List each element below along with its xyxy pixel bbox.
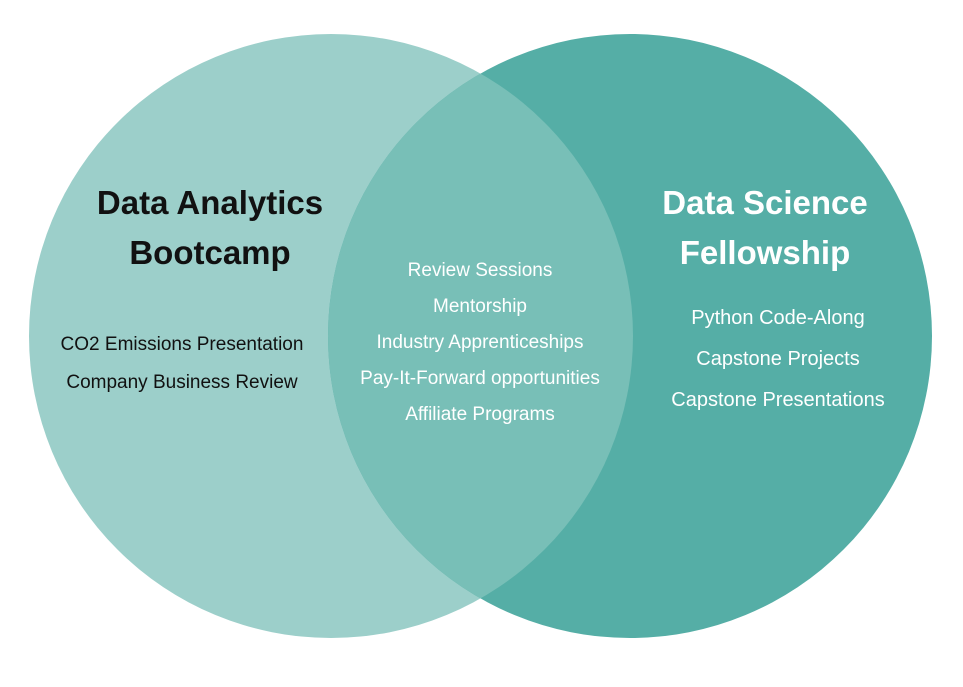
- right-item: Capstone Presentations: [671, 389, 885, 411]
- left-title: Data Analytics Bootcamp: [60, 178, 360, 278]
- left-item: Company Business Review: [66, 372, 298, 393]
- left-items: CO2 Emissions Presentation Company Busin…: [32, 326, 332, 402]
- overlap-item: Review Sessions: [407, 260, 553, 281]
- right-title-line2: Fellowship: [679, 234, 851, 271]
- overlap-region: [328, 34, 633, 638]
- right-items: Python Code-Along Capstone Projects Caps…: [628, 298, 928, 421]
- overlap-item: Pay-It-Forward opportunities: [360, 368, 600, 389]
- overlap-item: Mentorship: [433, 296, 527, 317]
- left-item: CO2 Emissions Presentation: [60, 334, 304, 355]
- right-item: Capstone Projects: [696, 348, 860, 370]
- overlap-item: Industry Apprenticeships: [376, 332, 584, 353]
- overlap-items: Review Sessions Mentorship Industry Appr…: [330, 253, 630, 433]
- right-item: Python Code-Along: [691, 307, 865, 329]
- overlap-item: Affiliate Programs: [405, 404, 555, 425]
- left-title-line2: Bootcamp: [129, 234, 291, 271]
- left-title-line1: Data Analytics: [96, 184, 324, 221]
- right-title-line1: Data Science: [662, 184, 868, 221]
- right-title: Data Science Fellowship: [615, 178, 915, 278]
